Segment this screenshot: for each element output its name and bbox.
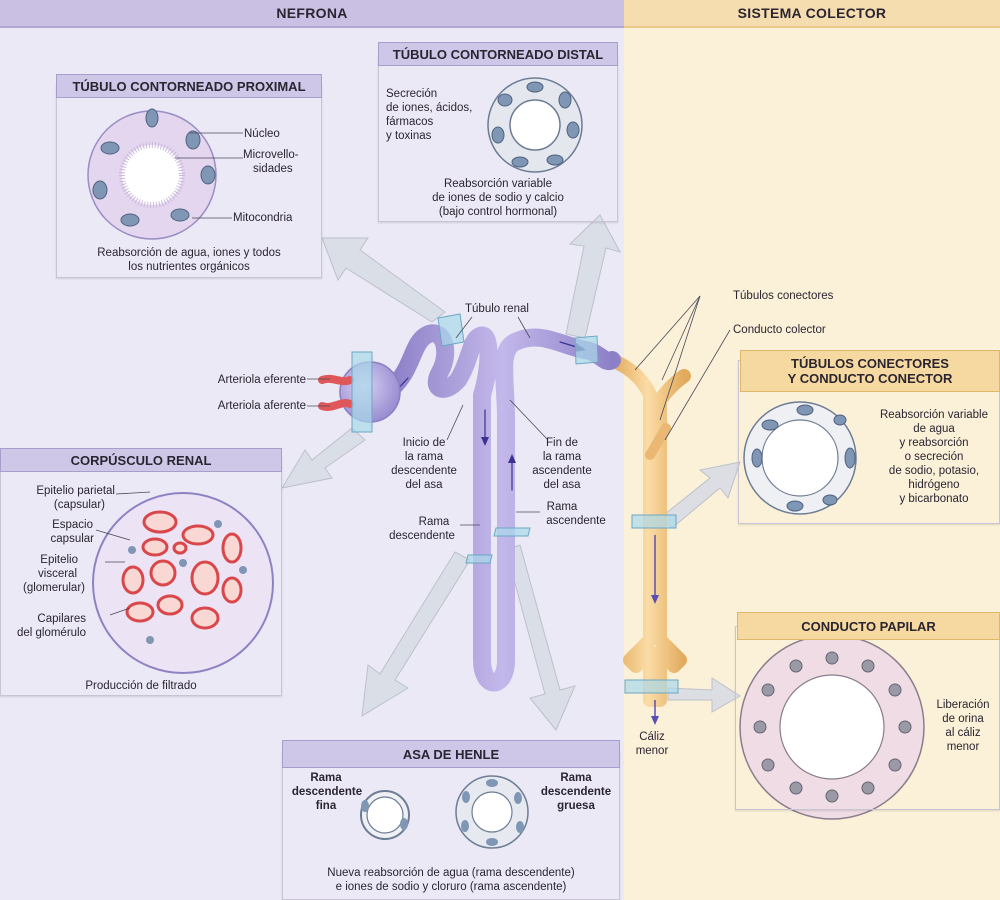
microvilli-label-2: sidades xyxy=(253,163,293,175)
capillaries-label: Capilares xyxy=(37,613,86,625)
corpuscle-title: CORPÚSCULO RENAL xyxy=(0,448,282,472)
section-markers xyxy=(351,313,679,694)
start-desc-1: Inicio de xyxy=(402,437,446,449)
afferent-arteriole-label: Arteriola aferente xyxy=(217,400,306,412)
distal-text-4: y toxinas xyxy=(386,130,432,142)
asc-limb-2: ascendente xyxy=(546,515,606,527)
proximal-caption-1: Reabsorción de agua, iones y todos xyxy=(97,247,281,259)
connectors-text-1: Reabsorción variable xyxy=(879,409,989,421)
visceral-label: Epitelio xyxy=(40,554,78,566)
connectors-title-1: TÚBULOS CONECTORES xyxy=(791,356,949,371)
connectors-text-6: hidrógeno xyxy=(908,479,960,491)
proximal-title: TÚBULO CONTORNEADO PROXIMAL xyxy=(56,74,322,98)
parietal-label-2: (capsular) xyxy=(53,499,105,511)
start-desc-3: descendente xyxy=(391,465,457,477)
henle-caption-2: e iones de sodio y cloruro (rama ascende… xyxy=(335,881,567,893)
distal-text-3: fármacos xyxy=(386,116,434,128)
connecting-tubules-label: Túbulos conectores xyxy=(733,290,834,302)
connectors-text-2: de agua xyxy=(913,423,955,435)
papillary-section xyxy=(739,634,925,820)
renal-tubule-label: Túbulo renal xyxy=(465,303,529,315)
henle-thin-2: descendente xyxy=(291,786,363,798)
distal-caption-1: Reabsorción variable xyxy=(443,178,553,190)
capsular-space-label-2: capsular xyxy=(50,533,94,545)
collecting-duct-label: Conducto colector xyxy=(733,324,826,336)
distal-title: TÚBULO CONTORNEADO DISTAL xyxy=(378,42,618,66)
connectors-text-7: y bicarbonato xyxy=(899,493,969,505)
papillary-text-4: menor xyxy=(946,741,980,753)
start-desc-4: del asa xyxy=(405,479,443,491)
capillaries-label-2: del glomérulo xyxy=(16,627,86,639)
corpuscle-caption: Producción de filtrado xyxy=(85,680,197,692)
leader-lines xyxy=(307,295,731,526)
papillary-text-1: Liberación xyxy=(936,699,990,711)
end-asc-3: ascendente xyxy=(532,465,592,477)
henle-thin-1: Rama xyxy=(310,772,342,784)
henle-sections xyxy=(360,775,529,849)
distal-tubule-section xyxy=(487,77,583,173)
henle-thick-3: gruesa xyxy=(557,800,595,812)
distal-caption-3: (bajo control hormonal) xyxy=(438,206,558,218)
connectors-text-3: y reabsorción xyxy=(899,437,969,449)
desc-limb-2: descendente xyxy=(389,530,455,542)
microvilli-label: Microvello- xyxy=(243,149,299,161)
end-asc-2: la rama xyxy=(542,451,582,463)
end-asc-4: del asa xyxy=(543,479,581,491)
connectors-title-2: Y CONDUCTO CONECTOR xyxy=(787,371,953,386)
papillary-title: CONDUCTO PAPILAR xyxy=(737,612,1000,640)
proximal-tubule-section xyxy=(87,108,243,240)
connectors-text-5: de sodio, potasio, xyxy=(888,465,980,477)
collecting-duct xyxy=(605,353,691,725)
renal-corpuscle-section xyxy=(92,491,274,674)
henle-thick-1: Rama xyxy=(560,772,592,784)
proximal-caption-2: los nutrientes orgánicos xyxy=(128,261,250,273)
calyx-label-1: Cáliz xyxy=(639,731,665,743)
desc-limb-1: Rama xyxy=(418,516,450,528)
capsular-space-label: Espacio xyxy=(52,519,93,531)
efferent-arteriole-label: Arteriola eferente xyxy=(217,374,306,386)
distal-text-2: de iones, ácidos, xyxy=(386,102,473,114)
henle-thick-2: descendente xyxy=(540,786,612,798)
start-desc-2: la rama xyxy=(404,451,444,463)
end-asc-1: Fin de xyxy=(546,437,578,449)
parietal-label: Epitelio parietal xyxy=(36,485,115,497)
henle-caption-1: Nueva reabsorción de agua (rama descende… xyxy=(327,867,575,879)
distal-text-1: Secreción xyxy=(386,88,438,100)
henle-title: ASA DE HENLE xyxy=(282,740,620,768)
asc-limb-1: Rama xyxy=(546,501,578,513)
nephron-header: NEFRONA xyxy=(0,0,624,28)
mitochondria-label: Mitocondria xyxy=(233,212,293,224)
callout-arrows xyxy=(280,214,741,731)
henle-thin-3: fina xyxy=(315,800,337,812)
connectors-title: TÚBULOS CONECTORES Y CONDUCTO CONECTOR xyxy=(740,350,1000,392)
visceral-label-2: visceral xyxy=(38,568,77,580)
collecting-system-header: SISTEMA COLECTOR xyxy=(624,0,1000,28)
connectors-text-4: o secreción xyxy=(904,451,964,463)
connector-section xyxy=(743,401,857,515)
nucleus-label: Núcleo xyxy=(244,128,280,140)
papillary-text-3: al cáliz xyxy=(945,727,981,739)
calyx-label-2: menor xyxy=(635,745,669,757)
papillary-text-2: de orina xyxy=(942,713,984,725)
visceral-label-3: (glomerular) xyxy=(23,582,85,594)
distal-caption-2: de iones de sodio y calcio xyxy=(432,192,564,204)
